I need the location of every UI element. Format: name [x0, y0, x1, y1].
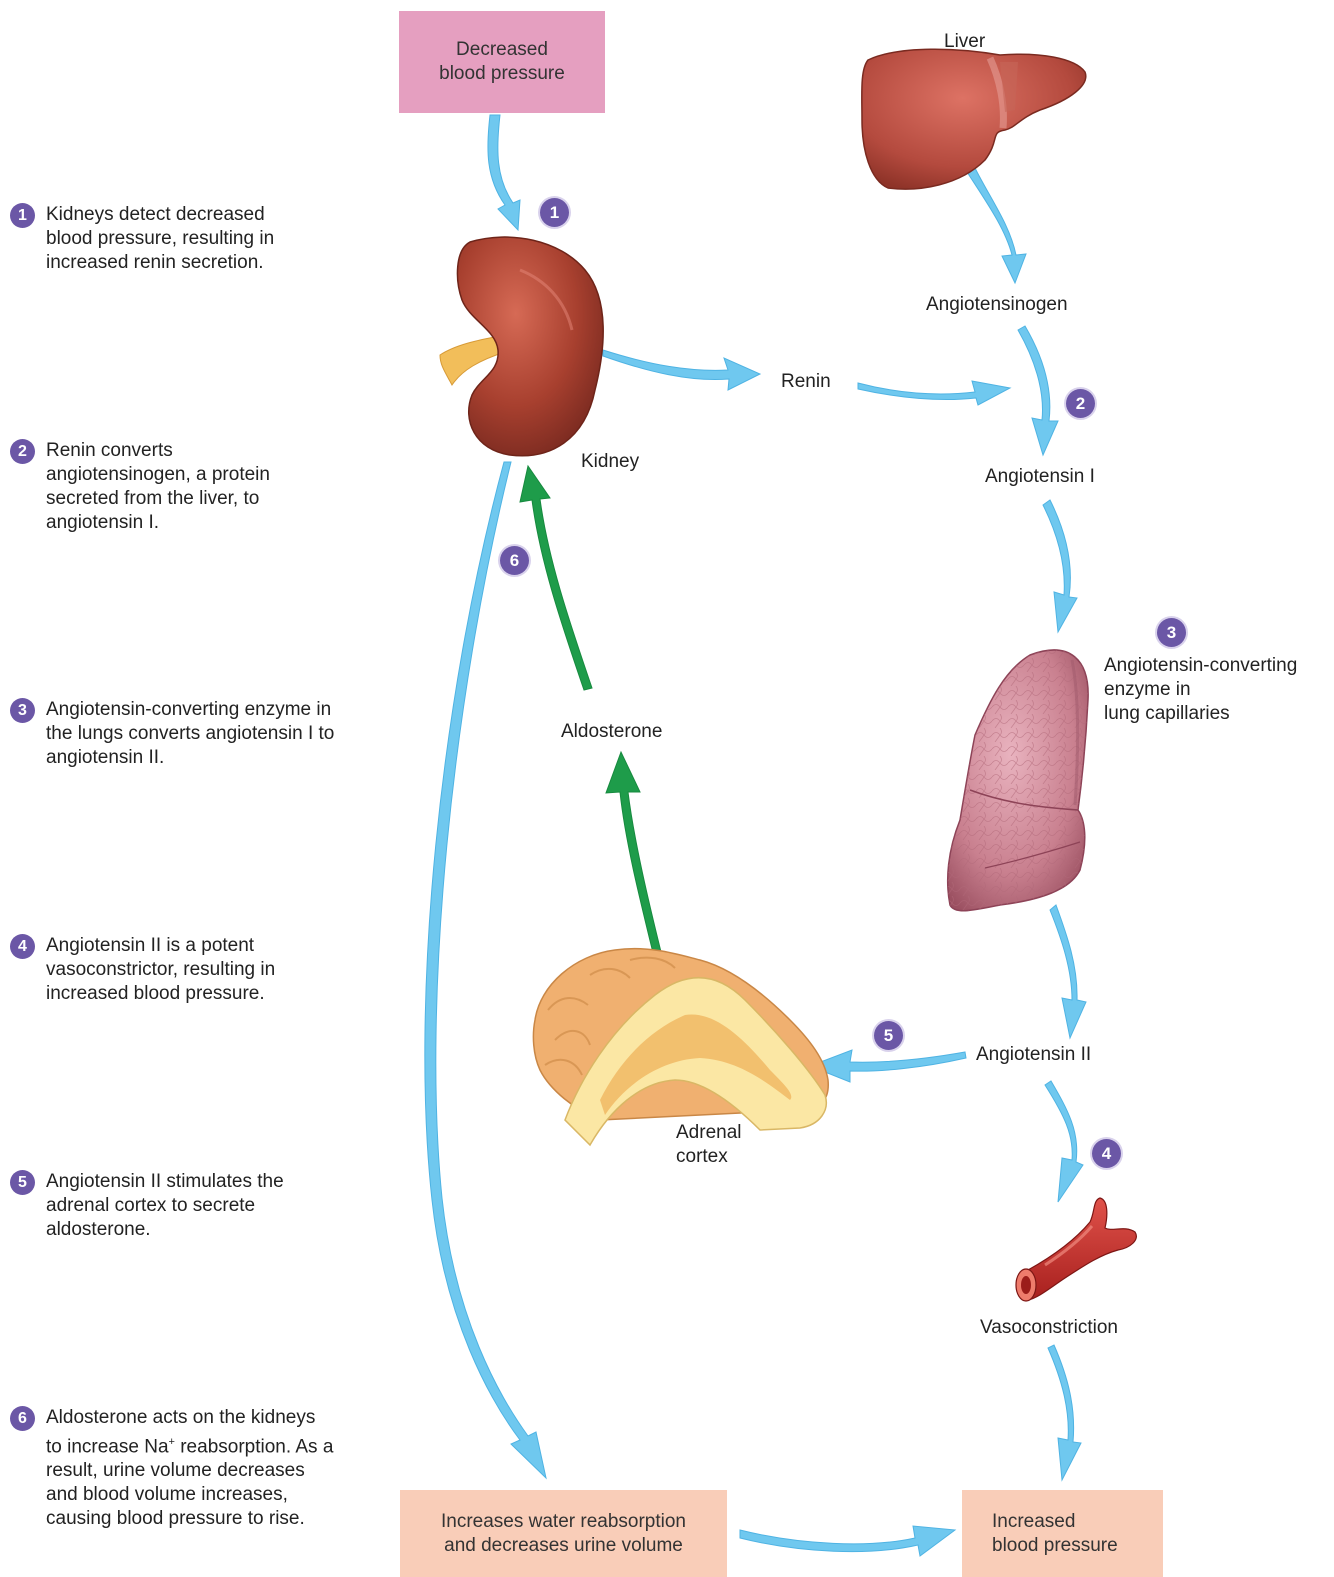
increased-bp-label: Increased blood pressure: [992, 1510, 1118, 1558]
step-badge-1: 1: [10, 203, 35, 228]
step-4: 4 Angiotensin II is a potent vasoconstri…: [10, 934, 340, 1006]
step-text-4: Angiotensin II is a potent vasoconstrict…: [46, 934, 316, 1006]
arrow-angiotensin-1-to-lung: [1043, 500, 1077, 632]
arrow-kidney-to-renin: [603, 350, 760, 390]
arrow-vasoconstriction-to-bp: [1048, 1345, 1081, 1480]
step-text-1: Kidneys detect decreased blood pressure,…: [46, 203, 316, 275]
arrow-adrenal-to-aldosterone: [606, 752, 664, 965]
angiotensinogen-label: Angiotensinogen: [926, 293, 1068, 317]
decreased-bp-label: Decreased blood pressure: [439, 38, 565, 86]
diagram-badge-3: 3: [1157, 618, 1186, 647]
diagram-badge-6: 6: [500, 546, 529, 575]
water-reabsorption-label: Increases water reabsorption and decreas…: [441, 1510, 686, 1558]
diagram-badge-2: 2: [1066, 389, 1095, 418]
step-badge-6: 6: [10, 1406, 35, 1431]
angiotensin-1-label: Angiotensin I: [985, 465, 1095, 489]
step-3: 3 Angiotensin-converting enzyme in the l…: [10, 698, 340, 770]
diagram-badge-5: 5: [874, 1021, 903, 1050]
step-5: 5 Angiotensin II stimulates the adrenal …: [10, 1170, 340, 1242]
step-badge-5: 5: [10, 1170, 35, 1195]
arrow-angiotensin-2-to-adrenal: [810, 1050, 966, 1082]
decreased-bp-box: Decreased blood pressure: [399, 11, 605, 113]
arrow-renin-to-angiotensin-1: [858, 381, 1010, 405]
lung-illustration: [948, 650, 1088, 911]
vasoconstriction-label: Vasoconstriction: [980, 1316, 1118, 1340]
blood-vessel-illustration: [1016, 1198, 1136, 1301]
arrow-liver-to-angiotensinogen: [967, 168, 1026, 283]
adrenal-cortex-illustration: [533, 949, 828, 1145]
arrow-water-to-bp: [740, 1526, 955, 1556]
angiotensin-2-label: Angiotensin II: [976, 1043, 1091, 1067]
arrow-bp-to-kidney: [488, 115, 520, 230]
step-2: 2 Renin converts angiotensinogen, a prot…: [10, 439, 340, 535]
arrow-aldosterone-to-kidney: [520, 466, 592, 690]
step-badge-3: 3: [10, 698, 35, 723]
ace-label: Angiotensin-converting enzyme in lung ca…: [1104, 654, 1297, 726]
step-badge-2: 2: [10, 439, 35, 464]
aldosterone-label: Aldosterone: [561, 720, 662, 744]
increased-bp-box: Increased blood pressure: [962, 1490, 1163, 1577]
renin-label: Renin: [781, 370, 831, 394]
step-text-2: Renin converts angiotensinogen, a protei…: [46, 439, 314, 535]
liver-illustration: [862, 49, 1086, 189]
diagram-badge-4: 4: [1092, 1139, 1121, 1168]
step-6: 6 Aldosterone acts on the kidneys to inc…: [10, 1406, 340, 1531]
step-text-6: Aldosterone acts on the kidneys to incre…: [46, 1406, 336, 1531]
arrow-lung-to-angiotensin-2: [1050, 905, 1086, 1038]
water-reabsorption-box: Increases water reabsorption and decreas…: [400, 1490, 727, 1577]
arrow-kidney-to-water: [425, 462, 546, 1478]
adrenal-cortex-label: Adrenal cortex: [676, 1121, 742, 1169]
arrow-angiotensin-2-to-vessel: [1045, 1081, 1083, 1202]
liver-label: Liver: [944, 30, 985, 54]
step-text-5: Angiotensin II stimulates the adrenal co…: [46, 1170, 316, 1242]
kidney-label: Kidney: [581, 450, 639, 474]
diagram-badge-1: 1: [540, 198, 569, 227]
step-1: 1 Kidneys detect decreased blood pressur…: [10, 203, 340, 275]
step-text-3: Angiotensin-converting enzyme in the lun…: [46, 698, 338, 770]
arrow-angiotensinogen-to-angiotensin-1: [1018, 326, 1058, 455]
kidney-illustration: [440, 237, 603, 456]
step-badge-4: 4: [10, 934, 35, 959]
